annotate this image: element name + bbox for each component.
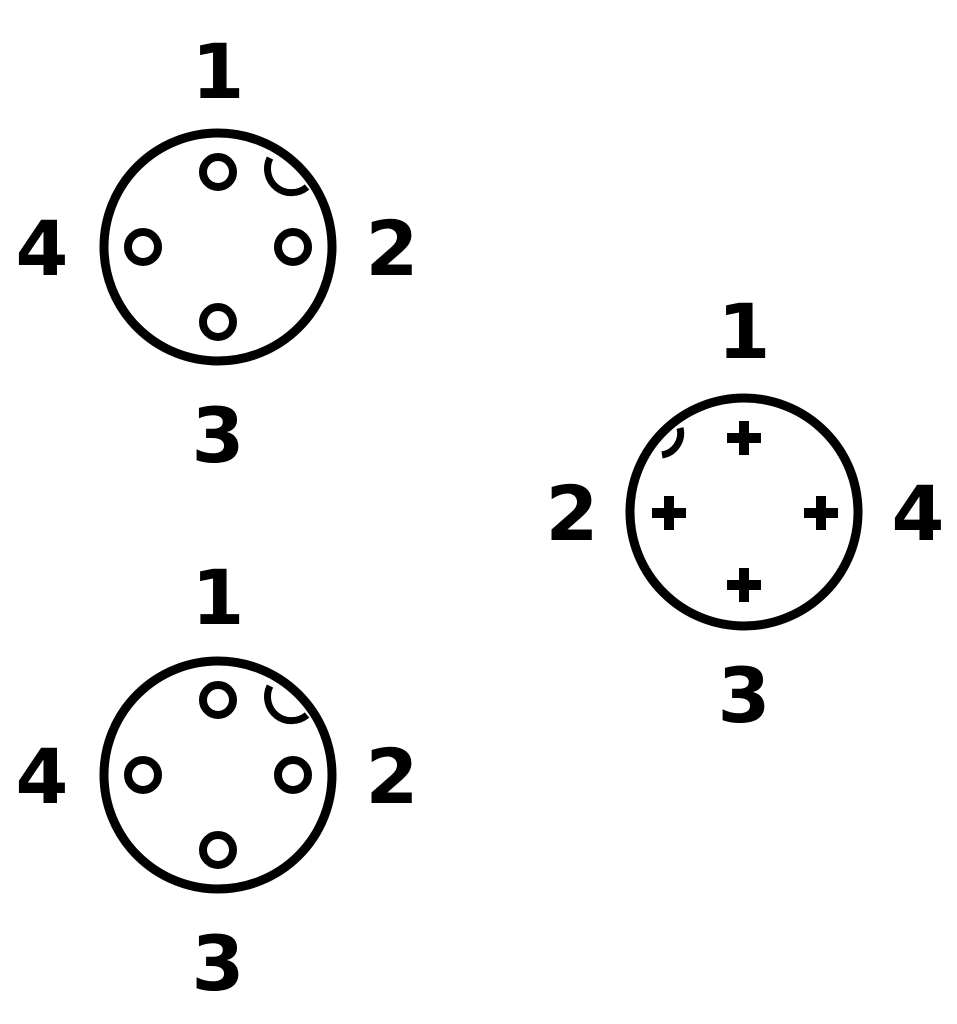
pin-label-4: 4 [16,732,69,821]
pin-label-2: 2 [366,732,419,821]
plus-pin-icon-2 [652,496,686,530]
coding-key-icon [661,427,685,459]
socket-pin-2 [274,756,312,794]
socket-pin-4 [124,228,162,266]
connector-body-ring [99,128,337,366]
socket-pin-3 [199,303,237,341]
pin-label-3: 3 [192,919,245,1008]
coding-key-icon [264,684,310,725]
connector-body-ring [99,656,337,894]
plus-pin-icon-1 [727,421,761,455]
pin-label-2: 2 [366,204,419,293]
connector-female-top-left: 1 2 3 4 [16,27,419,480]
pin-label-1: 1 [718,287,771,376]
pin-label-4: 4 [16,204,69,293]
connector-male-right: 1 2 3 4 [546,287,945,740]
socket-pin-2 [274,228,312,266]
pin-label-3: 3 [192,391,245,480]
pin-label-3: 3 [718,651,771,740]
pin-label-1: 1 [192,553,245,642]
connector-female-bottom-left: 1 2 3 4 [16,553,419,1008]
connector-body-ring [625,393,863,631]
socket-pin-1 [199,153,237,191]
plus-pin-icon-4 [804,496,838,530]
plus-pin-icon-3 [727,568,761,602]
socket-pin-3 [199,831,237,869]
socket-pin-1 [199,681,237,719]
pin-label-2: 2 [546,469,599,558]
pin-label-1: 1 [192,27,245,116]
pin-label-4: 4 [892,469,945,558]
coding-key-icon [264,156,310,197]
socket-pin-4 [124,756,162,794]
